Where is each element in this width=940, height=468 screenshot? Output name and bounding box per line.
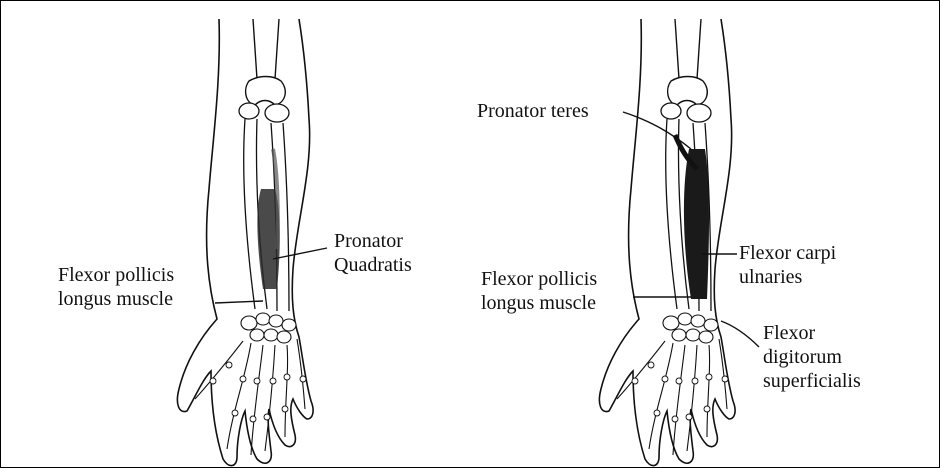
left-forearm	[177, 19, 313, 466]
leader-line-left-pronator-quadratus	[273, 248, 327, 259]
leader-line-left-flexor-pollicis	[215, 301, 263, 303]
label-pronator-quadratus: Pronator Quadratis	[334, 229, 412, 277]
label-flexor-digitorum: Flexor digitorum superficialis	[763, 321, 861, 393]
right-forearm	[599, 19, 735, 466]
leader-line-right-flexor-digitorum	[721, 321, 759, 347]
label-flexor-carpi: Flexor carpi ulnaries	[739, 241, 836, 289]
label-left-flexor-pollicis: Flexor pollicis longus muscle	[58, 263, 174, 311]
label-right-flexor-pollicis: Flexor pollicis longus muscle	[481, 267, 597, 315]
label-pronator-teres: Pronator teres	[477, 99, 589, 123]
